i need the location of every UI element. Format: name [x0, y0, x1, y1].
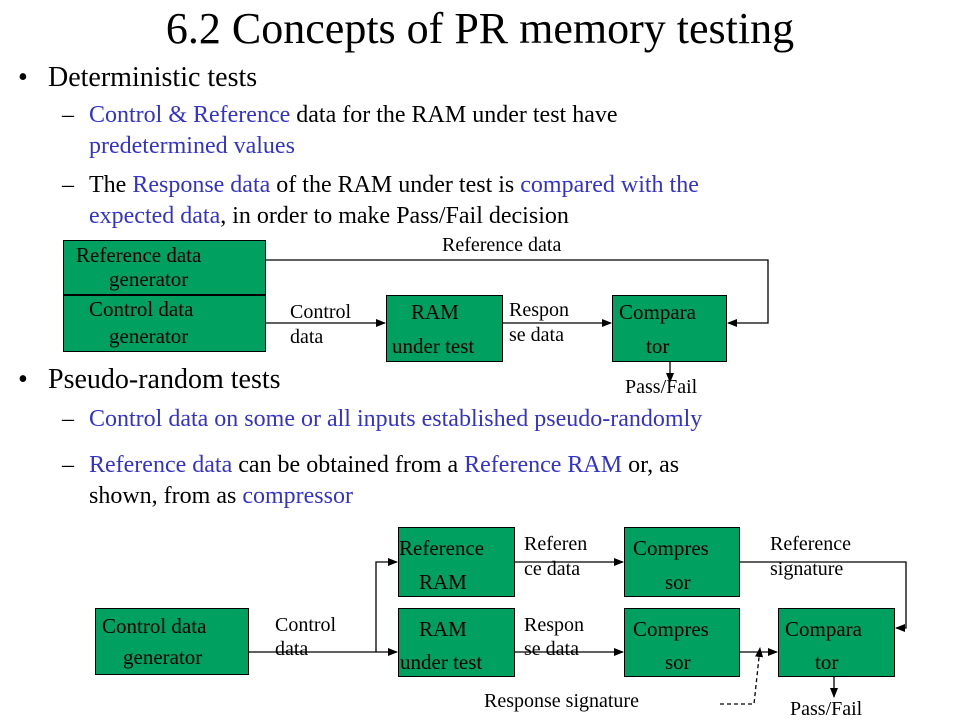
- reference-compressor-box: Compres sor: [624, 527, 740, 597]
- sub-dash: –: [62, 102, 74, 128]
- reference-signature-label: Reference: [770, 533, 852, 555]
- sub-item-text: Control & Reference data for the RAM und…: [89, 102, 618, 128]
- box-label: RAM: [419, 570, 467, 594]
- response-data-label: se data: [509, 324, 564, 346]
- box-label: Control data: [102, 614, 207, 638]
- sub-dash: –: [62, 172, 74, 198]
- control-data-generator-box: Control data generator: [63, 295, 266, 352]
- box-label: Compara: [619, 300, 696, 324]
- control-data-generator-box: Control data generator: [95, 608, 249, 675]
- bullet-deterministic-tests: Deterministic tests: [48, 62, 258, 93]
- ram-under-test-box: RAM under test: [386, 295, 503, 362]
- box-label: tor: [815, 650, 839, 674]
- response-data-label: Respon: [509, 299, 569, 321]
- comparator-box: Compara tor: [612, 295, 727, 362]
- sub-item-text: The Response data of the RAM under test …: [89, 172, 699, 198]
- response-compressor-box: Compres sor: [624, 608, 740, 677]
- response-signature-label: Response signature: [484, 690, 639, 712]
- reference-signature-label: signature: [770, 558, 844, 580]
- box-label: Compres: [633, 536, 709, 560]
- bullet-dot: •: [18, 364, 28, 395]
- control-data-label: data: [275, 638, 309, 660]
- box-label: under test: [392, 334, 475, 358]
- box-label: generator: [109, 324, 189, 348]
- box-label: RAM: [411, 300, 459, 324]
- control-data-label: data: [290, 326, 324, 348]
- sub-item-text: Control data on some or all inputs estab…: [89, 406, 703, 432]
- reference-ram-box: Reference RAM: [398, 527, 515, 597]
- sub-dash: –: [62, 452, 74, 478]
- response-signature-pointer: [720, 647, 764, 705]
- ram-under-test-box: RAM under test: [398, 608, 515, 677]
- reference-ram-feed-arrow: [375, 558, 398, 652]
- comparator-box: Compara tor: [778, 608, 895, 677]
- sub-item-text: shown, from as compressor: [89, 483, 353, 509]
- response-data-label: se data: [524, 638, 579, 660]
- sub-dash: –: [62, 406, 74, 432]
- box-label: Reference: [399, 536, 485, 560]
- box-label: generator: [123, 645, 203, 669]
- box-label: tor: [646, 334, 670, 358]
- box-label: generator: [109, 267, 189, 291]
- bullet-pseudo-random-tests: Pseudo-random tests: [48, 364, 281, 395]
- reference-data-label: Referen: [524, 533, 588, 555]
- box-label: Reference data: [76, 243, 202, 267]
- sub-item-text: Reference data can be obtained from a Re…: [89, 452, 680, 478]
- box-label: Compara: [785, 617, 862, 641]
- control-data-label: Control: [290, 301, 352, 323]
- box-label: RAM: [419, 617, 467, 641]
- sub-item-text: predetermined values: [89, 133, 295, 159]
- response-data-label: Respon: [524, 614, 584, 636]
- bullet-dot: •: [18, 62, 28, 93]
- reference-data-label: ce data: [524, 558, 581, 580]
- box-label: Compres: [633, 617, 709, 641]
- box-label: under test: [400, 650, 483, 674]
- reference-data-label: Reference data: [442, 234, 562, 256]
- reference-data-generator-box: Reference data generator: [63, 240, 266, 295]
- reference-data-arrow: [266, 259, 769, 327]
- control-data-label: Control: [275, 614, 337, 636]
- pass-fail-label: Pass/Fail: [790, 698, 863, 720]
- box-label: sor: [665, 650, 691, 674]
- box-label: Control data: [89, 297, 194, 321]
- box-label: sor: [665, 570, 691, 594]
- reference-signature-arrow: [740, 561, 907, 632]
- sub-item-text: expected data, in order to make Pass/Fai…: [89, 203, 569, 229]
- pass-fail-label: Pass/Fail: [625, 376, 698, 398]
- slide-title: 6.2 Concepts of PR memory testing: [165, 4, 795, 53]
